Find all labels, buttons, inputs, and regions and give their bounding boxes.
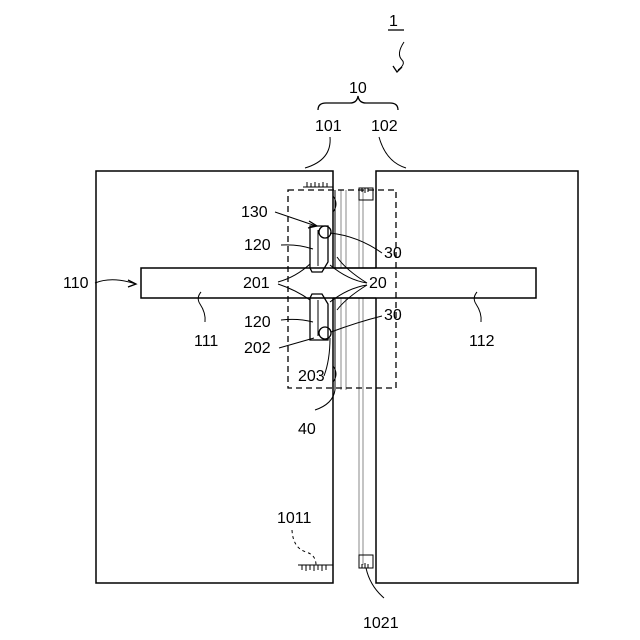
label-201: 201 bbox=[243, 275, 270, 292]
right-panel bbox=[376, 171, 578, 583]
label-bar: 110 bbox=[63, 275, 89, 292]
label-assembly: 10 bbox=[349, 80, 367, 97]
label-pivot-lower: 30 bbox=[384, 307, 402, 324]
label-bracket-lower: 120 bbox=[244, 314, 271, 331]
label-hinge-marker: 130 bbox=[241, 204, 268, 221]
rail-lines bbox=[335, 190, 363, 565]
label-panel-right: 102 bbox=[371, 118, 398, 135]
label-slot-right: 112 bbox=[469, 333, 495, 350]
bottom-scale-tab-right bbox=[359, 555, 373, 568]
device-arrow bbox=[393, 42, 404, 72]
label-scale-right: 1021 bbox=[363, 615, 399, 632]
label-panel-left: 101 bbox=[315, 118, 342, 135]
label-slot-left: 111 bbox=[194, 333, 218, 350]
label-203: 203 bbox=[298, 368, 325, 385]
label-bracket-upper: 120 bbox=[244, 237, 271, 254]
label-rail: 40 bbox=[298, 421, 316, 438]
label-pivot-upper: 30 bbox=[384, 245, 402, 262]
label-bar-joints: 20 bbox=[369, 275, 387, 292]
label-scale-left: 1011 bbox=[277, 510, 312, 527]
assembly-brace bbox=[318, 96, 398, 110]
label-202: 202 bbox=[244, 340, 271, 357]
label-device: 1 bbox=[389, 13, 398, 30]
